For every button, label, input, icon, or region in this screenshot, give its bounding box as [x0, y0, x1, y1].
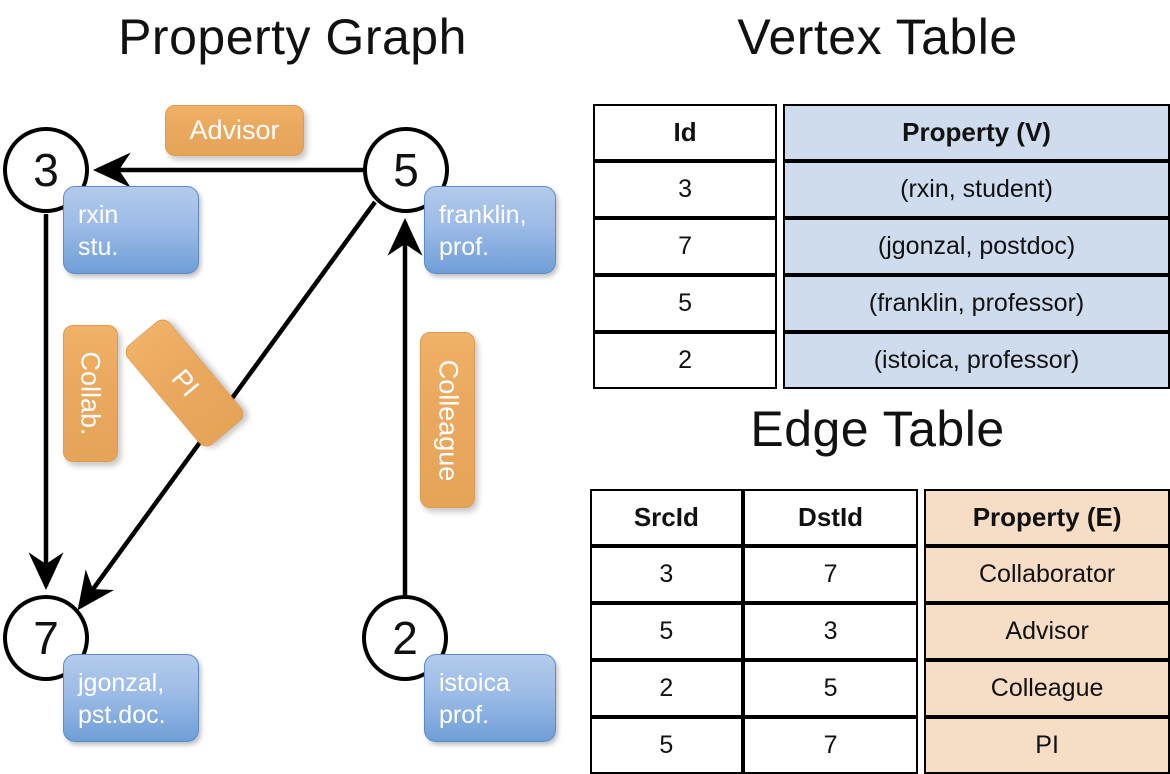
- table-row: 5 7 PI: [590, 717, 1170, 774]
- vertex-table-header-row: Id Property (V): [593, 104, 1170, 161]
- vertex-cell-id: 7: [593, 218, 778, 275]
- edge-cell-property: Collaborator: [924, 546, 1170, 603]
- graph-node-7-property-box: jgonzal, pst.doc.: [63, 654, 199, 742]
- edge-label-colleague-text: Colleague: [433, 359, 463, 481]
- edge-label-pi-text: PI: [165, 363, 205, 403]
- vertex-cell-id: 5: [593, 275, 778, 332]
- node-5-property-line-1: franklin,: [439, 201, 527, 229]
- vertex-cell-property: (jgonzal, postdoc): [783, 218, 1170, 275]
- page-title-edge-table: Edge Table: [750, 401, 1005, 457]
- graph-node-2[interactable]: [362, 595, 448, 681]
- edge-cell-property: Colleague: [924, 660, 1170, 717]
- edge-cell-dstid: 5: [742, 660, 919, 717]
- table-row: 2 (istoica, professor): [593, 332, 1170, 389]
- table-row: 3 7 Collaborator: [590, 546, 1170, 603]
- vertex-cell-property: (rxin, student): [783, 161, 1170, 218]
- edge-label-advisor: Advisor: [165, 105, 304, 156]
- node-5-property-line-2: prof.: [439, 233, 490, 261]
- edge-label-colleague: Colleague: [420, 332, 475, 508]
- vertex-table: Id Property (V) 3 (rxin, student) 7 (jgo…: [593, 104, 1170, 389]
- property-graph-diagram: 3 rxin stu. 5 franklin, prof. 7 jgonzal,…: [0, 0, 585, 760]
- edge-cell-dstid: 7: [742, 717, 919, 774]
- node-3-property-line-2: stu.: [78, 233, 119, 261]
- graph-node-5-property-box: franklin, prof.: [424, 186, 556, 274]
- edge-cell-srcid: 3: [590, 546, 743, 603]
- edge-label-collab-text: Collab.: [76, 351, 107, 436]
- table-row: 3 (rxin, student): [593, 161, 1170, 218]
- edge-label-advisor-text: Advisor: [189, 115, 280, 145]
- vertex-header-id: Id: [593, 104, 778, 161]
- edge-header-dstid: DstId: [742, 489, 919, 546]
- table-row: 5 3 Advisor: [590, 603, 1170, 660]
- edge-cell-srcid: 5: [590, 717, 743, 774]
- graph-node-5[interactable]: [363, 127, 449, 213]
- edge-header-srcid: SrcId: [590, 489, 743, 546]
- node-3-property-line-1: rxin: [78, 201, 119, 229]
- vertex-cell-id: 2: [593, 332, 778, 389]
- edge-cell-dstid: 7: [742, 546, 919, 603]
- vertex-cell-property: (istoica, professor): [783, 332, 1170, 389]
- table-row: 2 5 Colleague: [590, 660, 1170, 717]
- vertex-cell-id: 3: [593, 161, 778, 218]
- node-7-property-line-2: pst.doc.: [78, 701, 166, 729]
- node-7-property-line-1: jgonzal,: [78, 669, 165, 697]
- vertex-header-property: Property (V): [783, 104, 1170, 161]
- page-title-property-graph: Property Graph: [118, 9, 467, 65]
- node-2-property-line-2: prof.: [439, 701, 490, 729]
- table-row: 5 (franklin, professor): [593, 275, 1170, 332]
- node-2-property-line-1: istoica: [439, 669, 510, 697]
- edge-table: SrcId DstId Property (E) 3 7 Collaborato…: [590, 489, 1170, 774]
- graph-node-2-property-box: istoica prof.: [424, 654, 556, 742]
- edge-header-property: Property (E): [924, 489, 1170, 546]
- page-title-vertex-table: Vertex Table: [737, 9, 1018, 65]
- edge-cell-property: PI: [924, 717, 1170, 774]
- edge-cell-srcid: 5: [590, 603, 743, 660]
- table-row: 7 (jgonzal, postdoc): [593, 218, 1170, 275]
- edge-label-collab: Collab.: [63, 325, 118, 462]
- graph-node-3-property-box: rxin stu.: [63, 186, 199, 274]
- edge-table-header-row: SrcId DstId Property (E): [590, 489, 1170, 546]
- vertex-cell-property: (franklin, professor): [783, 275, 1170, 332]
- edge-cell-dstid: 3: [742, 603, 919, 660]
- edge-cell-srcid: 2: [590, 660, 743, 717]
- edge-cell-property: Advisor: [924, 603, 1170, 660]
